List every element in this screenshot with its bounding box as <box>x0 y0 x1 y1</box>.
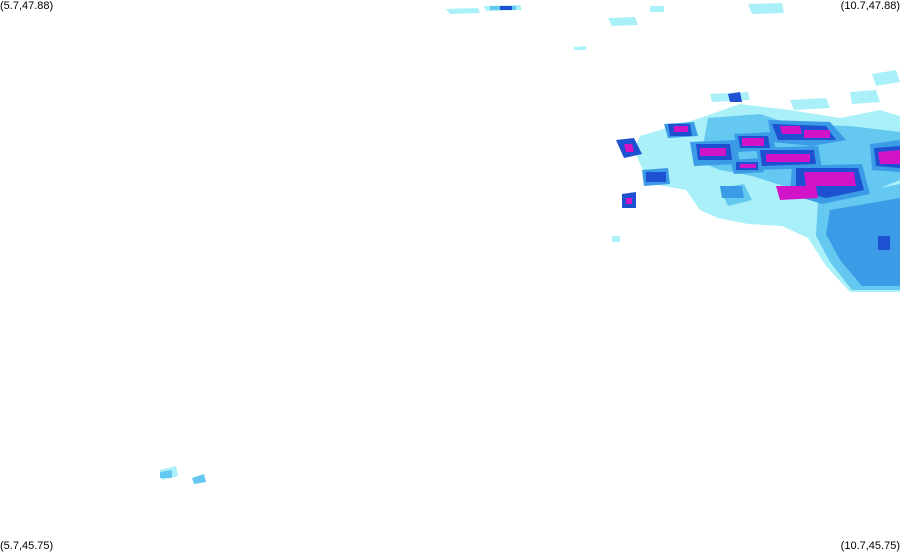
radar-cell <box>790 98 830 110</box>
radar-cell <box>650 6 664 12</box>
radar-cell <box>804 172 856 186</box>
radar-cell <box>878 236 890 250</box>
radar-cell <box>804 130 830 138</box>
radar-cell <box>612 236 620 242</box>
radar-cell <box>878 150 900 164</box>
radar-cell <box>446 8 480 14</box>
radar-cell <box>728 92 742 102</box>
radar-cell <box>850 90 880 104</box>
radar-cell <box>776 186 818 200</box>
radar-cell <box>574 46 586 50</box>
radar-cell <box>780 126 802 134</box>
corner-label-bottom-right: (10.7,45.75) <box>840 540 900 552</box>
radar-cell <box>872 70 900 86</box>
radar-cell <box>624 144 634 152</box>
radar-cell <box>742 138 764 146</box>
radar-cell <box>720 186 744 198</box>
radar-cell <box>766 154 810 162</box>
radar-cell <box>626 198 632 204</box>
corner-label-top-right: (10.7,47.88) <box>840 0 900 12</box>
corner-label-top-left: (5.7,47.88) <box>0 0 54 12</box>
radar-cell <box>740 164 756 168</box>
radar-cell <box>674 126 688 132</box>
corner-label-bottom-left: (5.7,45.75) <box>0 540 54 552</box>
radar-cell <box>192 474 206 484</box>
radar-cell <box>160 470 172 478</box>
precipitation-layer-intense <box>624 126 900 204</box>
radar-cell <box>700 148 726 156</box>
radar-cell <box>500 6 512 10</box>
radar-cell <box>646 172 666 182</box>
radar-cell <box>826 198 900 286</box>
radar-cell <box>748 3 784 14</box>
radar-cell <box>608 17 638 26</box>
